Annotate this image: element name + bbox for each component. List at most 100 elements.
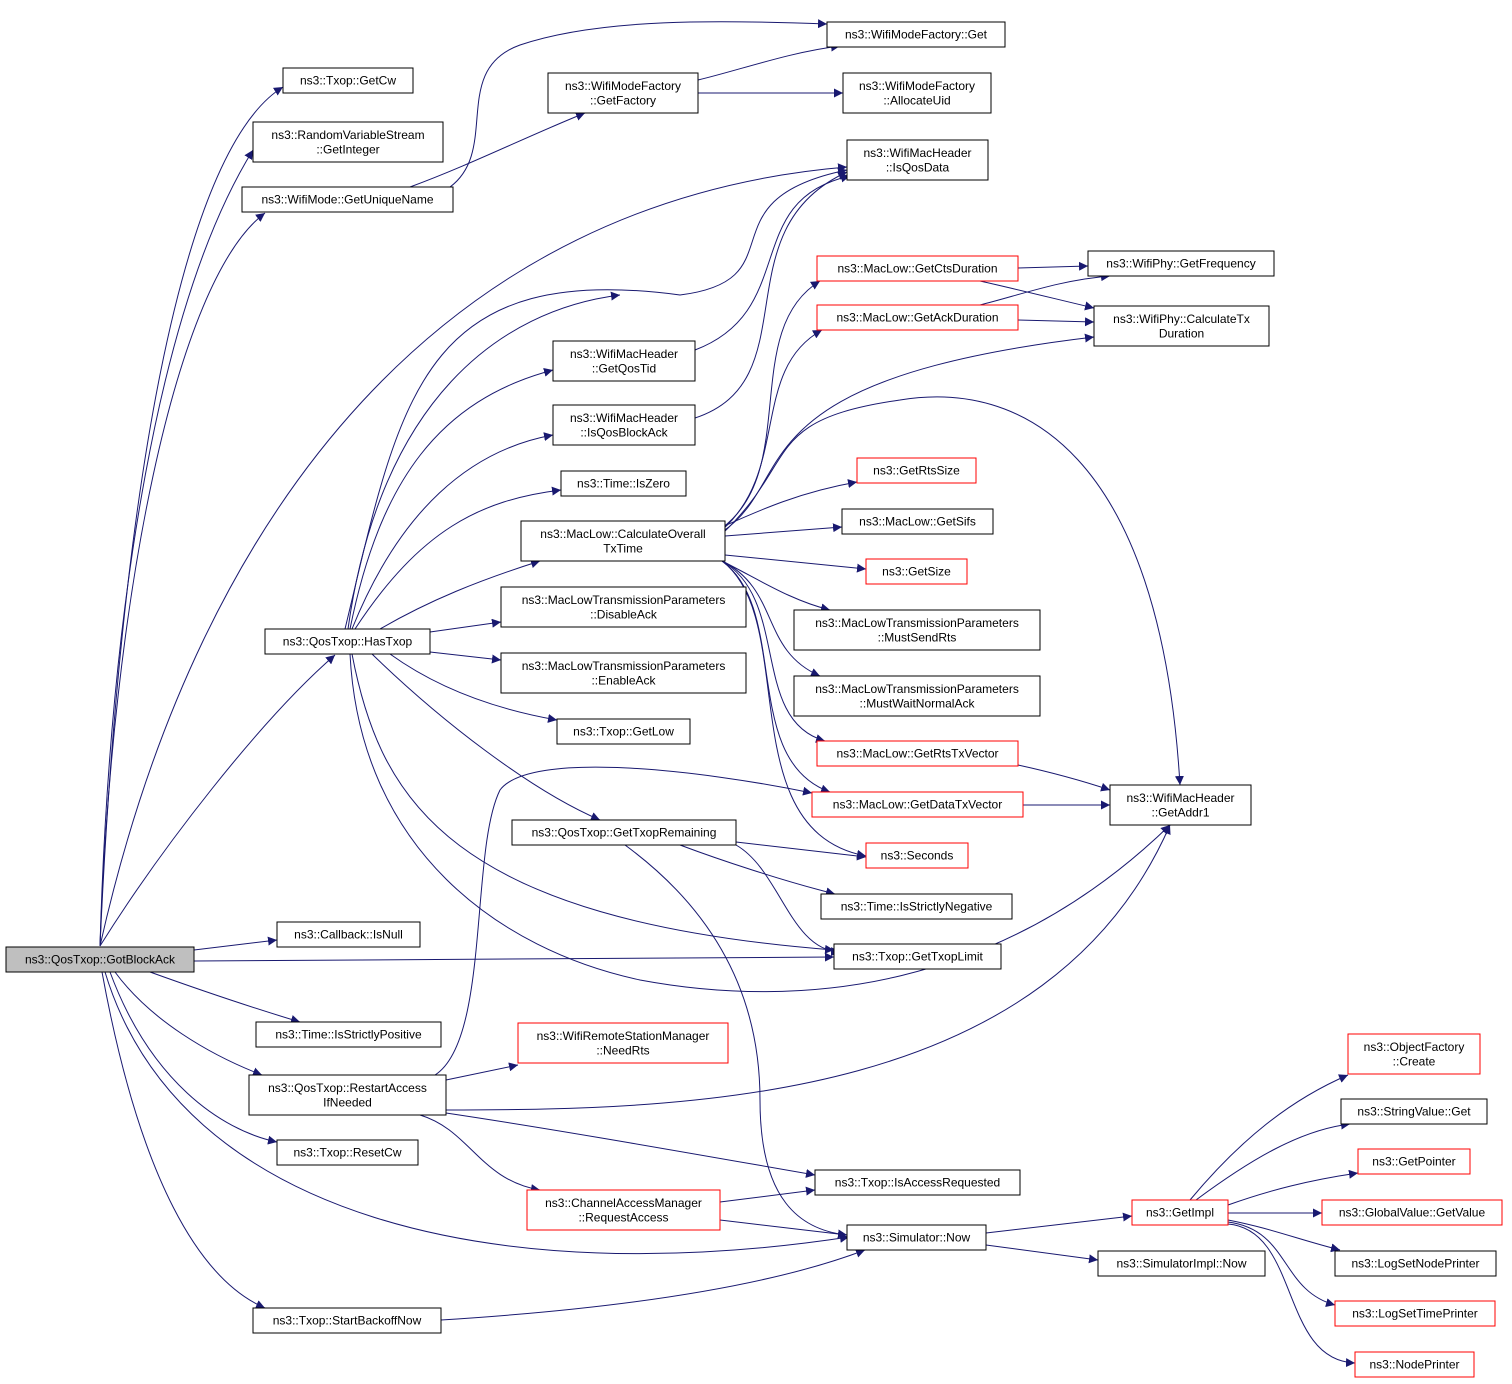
edge-calculateoveralltxtime-to-getaddr1 bbox=[721, 396, 1184, 786]
edge-path bbox=[1227, 1219, 1341, 1253]
node-iszero[interactable]: ns3::Time::IsZero bbox=[560, 470, 687, 497]
edge-path bbox=[1227, 1169, 1359, 1206]
edge-path bbox=[449, 19, 828, 188]
edge-startbackoffnow-to-simulatornow bbox=[440, 1248, 866, 1321]
node-box bbox=[248, 1074, 447, 1116]
node-getdatatxvector[interactable]: ns3::MacLow::GetDataTxVector bbox=[811, 791, 1024, 818]
node-box bbox=[1334, 1250, 1497, 1277]
node-isqosdata[interactable]: ns3::WifiMacHeader::IsQosData bbox=[846, 139, 989, 181]
edge-path bbox=[721, 479, 858, 528]
node-simulatornow[interactable]: ns3::Simulator::Now bbox=[846, 1224, 987, 1251]
node-getsifs[interactable]: ns3::MacLow::GetSifs bbox=[841, 508, 994, 535]
node-getfactory[interactable]: ns3::WifiModeFactory::GetFactory bbox=[547, 72, 699, 114]
node-globalvaluegetvalue[interactable]: ns3::GlobalValue::GetValue bbox=[1321, 1199, 1503, 1226]
edge-path bbox=[429, 618, 502, 633]
node-disableack[interactable]: ns3::MacLowTransmissionParameters::Disab… bbox=[500, 586, 747, 628]
node-logsettimeprinter[interactable]: ns3::LogSetTimePrinter bbox=[1334, 1300, 1496, 1327]
node-label: ns3::MacLowTransmissionParameters bbox=[815, 682, 1019, 696]
edge-calculateoveralltxtime-to-getsize bbox=[724, 554, 867, 573]
edge-path bbox=[99, 212, 266, 947]
node-hastxop[interactable]: ns3::QosTxop::HasTxop bbox=[264, 628, 431, 655]
node-isnull[interactable]: ns3::Callback::IsNull bbox=[276, 921, 421, 948]
edge-gotblockack-to-gettxoplimit bbox=[193, 952, 835, 962]
node-getfrequency[interactable]: ns3::WifiPhy::GetFrequency bbox=[1087, 250, 1275, 277]
edge-calculateoveralltxtime-to-mustwaitnormalack bbox=[721, 560, 821, 677]
edge-path bbox=[694, 173, 851, 351]
edge-gotblockack-to-getinteger bbox=[99, 149, 254, 947]
node-label: ns3::GetRtsSize bbox=[873, 464, 960, 478]
edge-getuniquename-to-wmfget bbox=[449, 19, 828, 188]
edge-gettxopremaining-to-isstrictlynegative bbox=[679, 844, 836, 897]
node-box bbox=[276, 1139, 419, 1166]
node-seconds[interactable]: ns3::Seconds bbox=[865, 842, 969, 869]
node-getackduration[interactable]: ns3::MacLow::GetAckDuration bbox=[816, 304, 1019, 331]
node-isstrictlynegative[interactable]: ns3::Time::IsStrictlyNegative bbox=[820, 893, 1013, 920]
node-getuniquename[interactable]: ns3::WifiMode::GetUniqueName bbox=[241, 186, 454, 213]
node-logsetnodeprinter[interactable]: ns3::LogSetNodePrinter bbox=[1334, 1250, 1497, 1277]
node-getimpl[interactable]: ns3::GetImpl bbox=[1131, 1199, 1229, 1226]
node-box bbox=[793, 675, 1041, 717]
node-label: ns3::SimulatorImpl::Now bbox=[1116, 1257, 1246, 1271]
node-label: ns3::GetSize bbox=[882, 565, 951, 579]
node-label: ::DisableAck bbox=[590, 607, 658, 621]
node-stringvalueget[interactable]: ns3::StringValue::Get bbox=[1340, 1098, 1488, 1125]
node-objectfactorycreate[interactable]: ns3::ObjectFactory::Create bbox=[1347, 1033, 1481, 1075]
node-needrts[interactable]: ns3::WifiRemoteStationManager::NeedRts bbox=[517, 1022, 729, 1064]
edge-path bbox=[114, 971, 263, 1076]
edge-path bbox=[354, 486, 562, 630]
node-label: ns3::MacLow::GetSifs bbox=[859, 515, 976, 529]
node-getctsduration[interactable]: ns3::MacLow::GetCtsDuration bbox=[816, 255, 1019, 282]
edge-requestaccess-to-simulatornow bbox=[719, 1219, 848, 1239]
node-isaccessrequested[interactable]: ns3::Txop::IsAccessRequested bbox=[814, 1169, 1021, 1196]
node-allocateuid[interactable]: ns3::WifiModeFactory::AllocateUid bbox=[842, 72, 992, 114]
node-isstrictlypositive[interactable]: ns3::Time::IsStrictlyPositive bbox=[255, 1021, 442, 1048]
node-mustsendrts[interactable]: ns3::MacLowTransmissionParameters::MustS… bbox=[793, 609, 1041, 651]
edge-path bbox=[1227, 1223, 1356, 1368]
edge-simulatornow-to-simulatorimplnow bbox=[985, 1244, 1099, 1264]
node-getinteger[interactable]: ns3::RandomVariableStream::GetInteger bbox=[252, 121, 444, 163]
edge-path bbox=[344, 167, 848, 630]
node-getqostid[interactable]: ns3::WifiMacHeader::GetQosTid bbox=[552, 340, 696, 382]
edge-hastxop-to-getlow bbox=[389, 653, 558, 723]
edge-gotblockack-to-simulatornow bbox=[104, 971, 850, 1255]
node-getaddr1[interactable]: ns3::WifiMacHeader::GetAddr1 bbox=[1109, 784, 1252, 826]
node-label: ns3::WifiModeFactory bbox=[565, 79, 681, 93]
node-wmfget[interactable]: ns3::WifiModeFactory::Get bbox=[826, 21, 1006, 48]
node-enableack[interactable]: ns3::MacLowTransmissionParameters::Enabl… bbox=[500, 652, 747, 694]
node-getrtssize[interactable]: ns3::GetRtsSize bbox=[856, 457, 977, 484]
node-getpointer[interactable]: ns3::GetPointer bbox=[1357, 1148, 1471, 1175]
node-box bbox=[500, 652, 747, 694]
edge-path bbox=[721, 333, 1095, 533]
edge-gotblockack-to-isstrictlypositive bbox=[149, 971, 301, 1024]
node-label: ns3::Txop::GetTxopLimit bbox=[852, 950, 983, 964]
node-isqosblockack[interactable]: ns3::WifiMacHeader::IsQosBlockAck bbox=[552, 404, 696, 446]
node-box bbox=[793, 609, 1041, 651]
node-label: ns3::Time::IsStrictlyPositive bbox=[275, 1028, 422, 1042]
node-gettxopremaining[interactable]: ns3::QosTxop::GetTxopRemaining bbox=[511, 819, 737, 846]
node-getcw[interactable]: ns3::Txop::GetCw bbox=[282, 67, 414, 94]
edge-gotblockack-to-getuniquename bbox=[99, 212, 266, 947]
node-getlow[interactable]: ns3::Txop::GetLow bbox=[556, 718, 691, 745]
node-box bbox=[252, 121, 444, 163]
edge-gettxopremaining-to-simulatornow bbox=[624, 844, 848, 1239]
node-requestaccess[interactable]: ns3::ChannelAccessManager::RequestAccess bbox=[526, 1189, 721, 1231]
node-label: ns3::Txop::StartBackoffNow bbox=[273, 1314, 422, 1328]
node-label: ns3::NodePrinter bbox=[1369, 1358, 1459, 1372]
node-getrtstxvector[interactable]: ns3::MacLow::GetRtsTxVector bbox=[816, 740, 1019, 767]
node-box bbox=[865, 842, 969, 869]
node-nodeprinter[interactable]: ns3::NodePrinter bbox=[1354, 1351, 1475, 1378]
edge-path bbox=[1227, 1221, 1336, 1307]
node-getsize[interactable]: ns3::GetSize bbox=[865, 558, 968, 585]
node-simulatorimplnow[interactable]: ns3::SimulatorImpl::Now bbox=[1097, 1250, 1266, 1277]
node-mustwaitnormalack[interactable]: ns3::MacLowTransmissionParameters::MustW… bbox=[793, 675, 1041, 717]
edge-hastxop-to-gettxopremaining bbox=[371, 653, 601, 821]
node-resetcw[interactable]: ns3::Txop::ResetCw bbox=[276, 1139, 419, 1166]
node-label: ::Create bbox=[1393, 1054, 1436, 1068]
edge-path bbox=[719, 1186, 816, 1203]
node-label: ns3::StringValue::Get bbox=[1357, 1105, 1471, 1119]
node-startbackoffnow[interactable]: ns3::Txop::StartBackoffNow bbox=[252, 1307, 442, 1334]
node-gettxoplimit[interactable]: ns3::Txop::GetTxopLimit bbox=[833, 943, 1002, 970]
